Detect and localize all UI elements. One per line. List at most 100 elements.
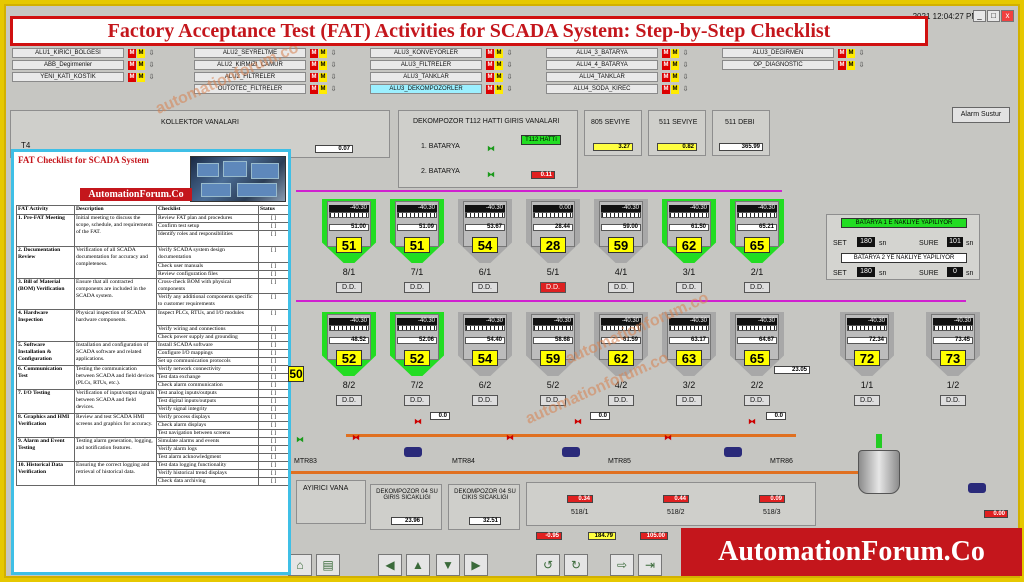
valve-icon[interactable]: ⧓ [748,417,756,426]
download-icon[interactable]: ⇩ [682,74,689,81]
valve-icon[interactable]: ⧓ [296,435,304,444]
alarm-group-button[interactable]: YENI_KATI_KOSTIK [12,72,124,82]
download-icon[interactable]: ⇩ [148,50,155,57]
alarm-group-button[interactable]: ABB_Degirmenler [12,60,124,70]
dd-button[interactable]: D.D. [540,395,566,406]
alarm-silence-button[interactable]: Alarm Sustur [952,107,1010,123]
status-checkbox[interactable]: [ ] [258,396,288,406]
download-icon[interactable]: ⇩ [330,62,337,69]
download-icon[interactable]: ⇩ [148,74,155,81]
status-checkbox[interactable]: [ ] [258,277,288,295]
dd-button[interactable]: D.D. [472,395,498,406]
download-icon[interactable]: ⇩ [330,74,337,81]
home-icon[interactable]: ⌂ [288,554,312,576]
status-checkbox[interactable]: [ ] [258,364,288,374]
alarm-group-button[interactable]: OUTOTEC_FILTRELER [194,84,306,94]
close-button[interactable]: x [1001,10,1014,22]
alarm-group-button[interactable]: ALU3_FILTRELER [370,60,482,70]
dd-button[interactable]: D.D. [940,395,966,406]
alarm-group-button[interactable]: ALU4_SODA_KIREC [546,84,658,94]
dd-button[interactable]: D.D. [404,282,430,293]
status-checkbox[interactable]: [ ] [258,420,288,430]
alarm-group-button[interactable]: ALU3_KONVEYORLER [370,48,482,58]
alarm-group-button[interactable]: ALU2_SEYRELTME [194,48,306,58]
download-icon[interactable]: ⇩ [682,86,689,93]
dd-button[interactable]: D.D. [608,395,634,406]
dd-button[interactable]: D.D. [676,282,702,293]
valve-icon[interactable]: ⧓ [506,433,514,442]
status-checkbox[interactable]: [ ] [258,309,288,326]
status-checkbox[interactable]: [ ] [258,340,288,350]
alarm-group-button[interactable]: ALU3_DEGIRMEN [722,48,834,58]
alarm-group-button[interactable]: ALU3_DEKOMPOZORLER [370,84,482,94]
status-checkbox[interactable]: [ ] [258,261,288,271]
maximize-button[interactable]: □ [987,10,1000,22]
download-icon[interactable]: ⇩ [148,62,155,69]
download-icon[interactable]: ⇩ [858,62,865,69]
dd-button[interactable]: D.D. [854,395,880,406]
set-value[interactable]: 180 [857,267,875,277]
status-checkbox[interactable]: [ ] [258,332,288,342]
valve-icon[interactable]: ⧓ [574,417,582,426]
status-checkbox[interactable]: [ ] [258,468,288,478]
download-icon[interactable]: ⇩ [682,50,689,57]
status-checkbox[interactable]: [ ] [258,388,288,398]
status-checkbox[interactable]: [ ] [258,230,288,247]
status-checkbox[interactable]: [ ] [258,444,288,454]
alarm-group-button[interactable]: ALU3_TANKLAR [370,72,482,82]
status-checkbox[interactable]: [ ] [258,412,288,422]
status-checkbox[interactable]: [ ] [258,245,288,263]
download-icon[interactable]: ⇩ [506,74,513,81]
motor-icon[interactable] [968,483,986,493]
status-checkbox[interactable]: [ ] [258,452,288,462]
dd-button[interactable]: D.D. [404,395,430,406]
valve-icon[interactable]: ⧓ [414,417,422,426]
down-icon[interactable]: ▼ [436,554,460,576]
status-checkbox[interactable]: [ ] [258,428,288,438]
status-checkbox[interactable]: [ ] [258,356,288,366]
status-checkbox[interactable]: [ ] [258,380,288,390]
download-icon[interactable]: ⇩ [330,50,337,57]
dd-button[interactable]: D.D. [472,282,498,293]
status-checkbox[interactable]: [ ] [258,324,288,334]
exit-icon[interactable]: ⇥ [638,554,662,576]
status-checkbox[interactable]: [ ] [258,293,288,311]
download-icon[interactable]: ⇩ [858,50,865,57]
back-icon[interactable]: ↺ [536,554,560,576]
status-checkbox[interactable]: [ ] [258,476,288,486]
dd-button[interactable]: D.D. [676,395,702,406]
download-icon[interactable]: ⇩ [506,50,513,57]
dd-button[interactable]: D.D. [608,282,634,293]
alarm-group-button[interactable]: ALU1_KIRICI_BOLGESI [12,48,124,58]
alarm-group-button[interactable]: ALU2_KIRMIZI_CAMUR [194,60,306,70]
status-checkbox[interactable]: [ ] [258,214,288,223]
dd-button[interactable]: D.D. [336,282,362,293]
status-checkbox[interactable]: [ ] [258,269,288,279]
dd-button[interactable]: D.D. [744,282,770,293]
refresh-icon[interactable]: ↻ [564,554,588,576]
download-icon[interactable]: ⇩ [682,62,689,69]
alarm-group-button[interactable]: ALU4_TANKLAR [546,72,658,82]
status-checkbox[interactable]: [ ] [258,372,288,382]
print-icon[interactable]: ▤ [316,554,340,576]
download-icon[interactable]: ⇩ [506,86,513,93]
alarm-group-button[interactable]: ALU4_4_BATARYA [546,60,658,70]
motor-icon[interactable] [562,447,580,457]
motor-icon[interactable] [404,447,422,457]
status-checkbox[interactable]: [ ] [258,404,288,414]
status-checkbox[interactable]: [ ] [258,222,288,231]
status-checkbox[interactable]: [ ] [258,460,288,470]
alarm-group-button[interactable]: ALU2_FILTRELER [194,72,306,82]
